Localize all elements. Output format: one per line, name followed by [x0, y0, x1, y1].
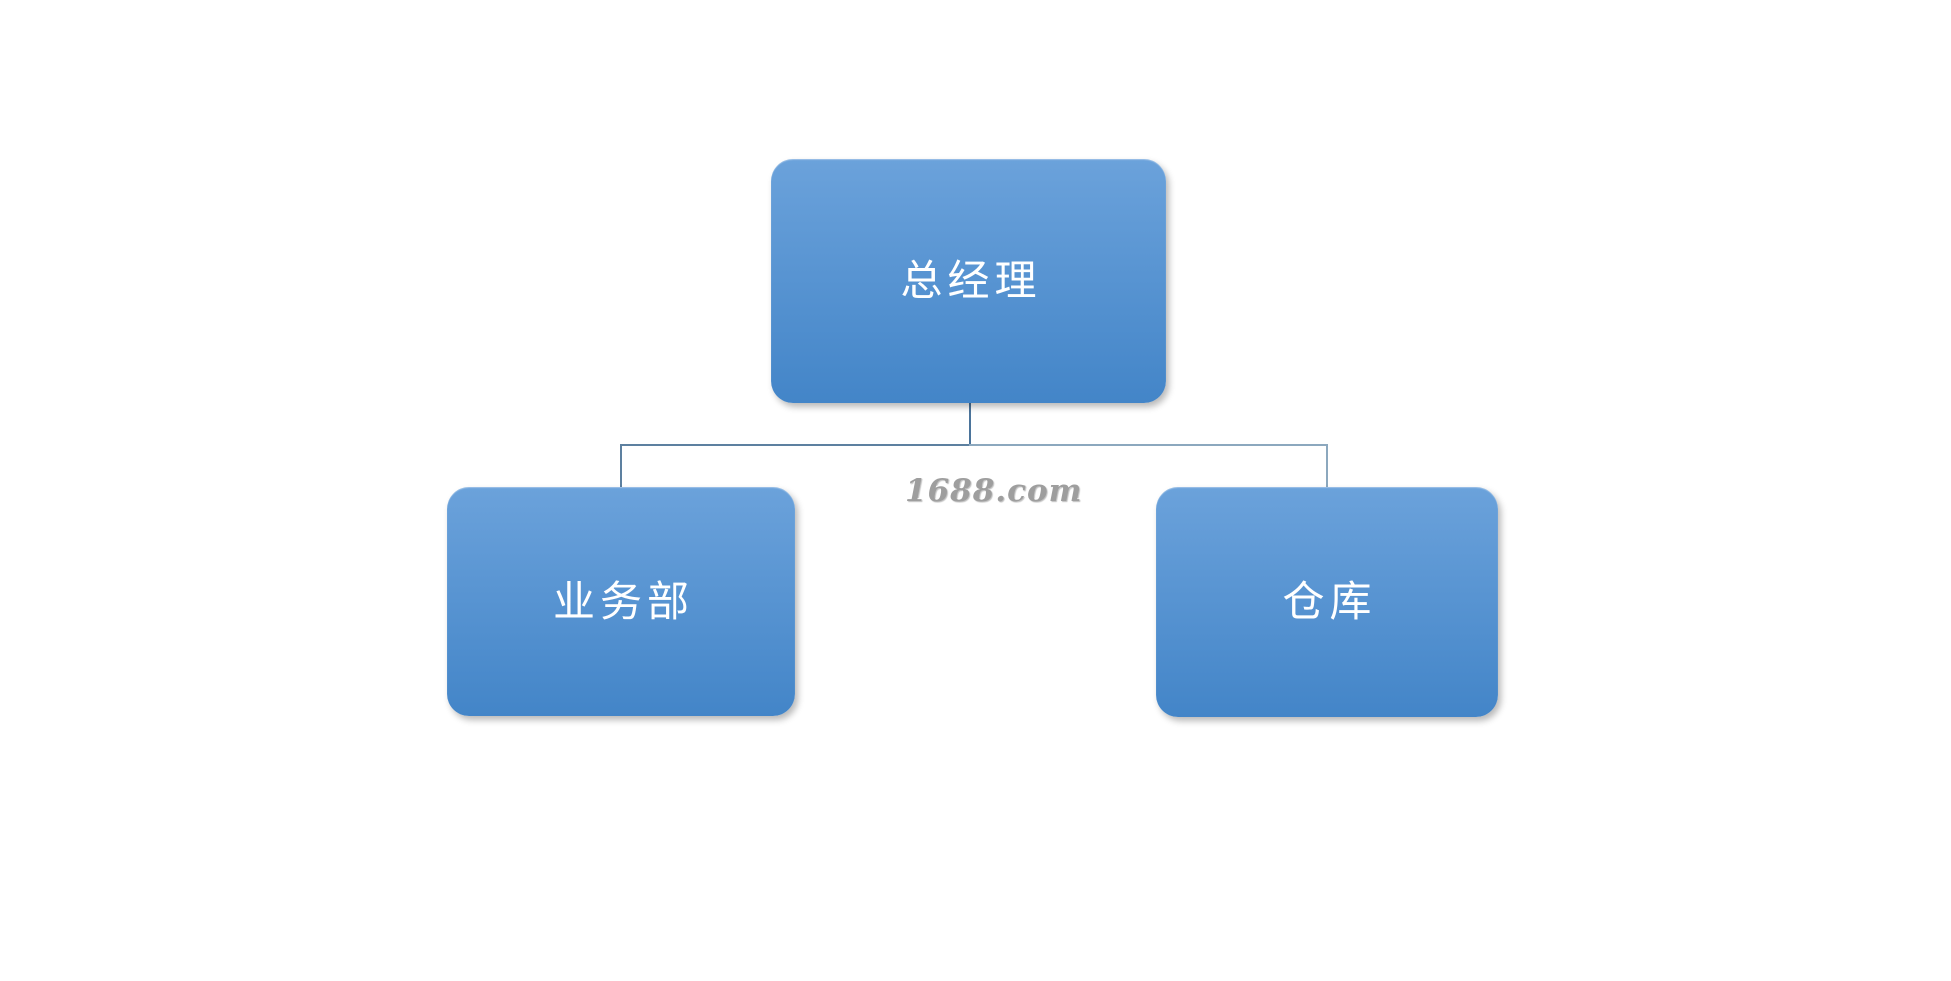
connector-branch-left — [620, 444, 970, 446]
org-node-general-manager: 总经理 — [771, 159, 1166, 403]
org-node-business-dept: 业务部 — [447, 487, 795, 716]
watermark-text: 1688.com — [905, 473, 1083, 509]
connector-drop-right — [1326, 444, 1328, 488]
connector-root-stem — [969, 403, 971, 445]
org-node-business-dept-label: 业务部 — [552, 577, 694, 625]
org-node-warehouse-label: 仓库 — [1282, 578, 1377, 625]
org-node-general-manager-label: 总经理 — [900, 257, 1042, 304]
connector-drop-left — [620, 444, 622, 488]
connector-branch-right — [969, 444, 1328, 446]
org-node-warehouse: 仓库 — [1156, 487, 1498, 717]
